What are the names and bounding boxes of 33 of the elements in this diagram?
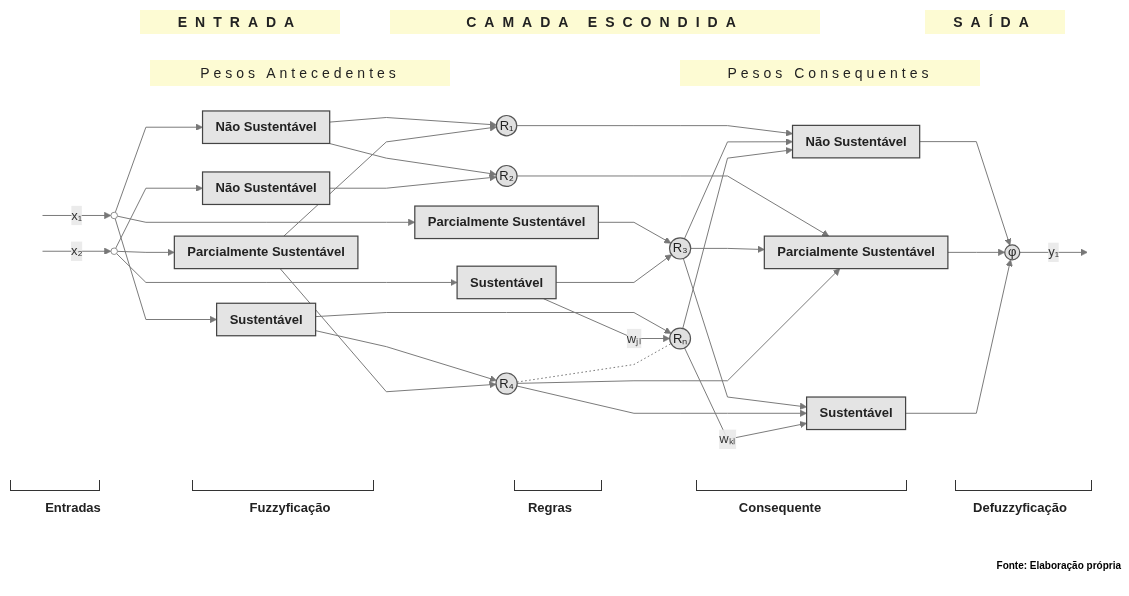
node-circle: R₄ xyxy=(495,372,518,395)
stage-label: Entradas xyxy=(44,500,102,515)
node-box: Sustentável xyxy=(456,265,557,300)
stage-label: Consequente xyxy=(737,500,823,515)
node-box: Parcialmente Sustentável xyxy=(414,205,599,240)
node-box: Sustentável xyxy=(216,302,317,337)
node-circle: R₂ xyxy=(495,164,518,188)
node-box: Parcialmente Sustentável xyxy=(173,235,359,270)
node-circle xyxy=(110,211,118,220)
stage-label: Regras xyxy=(526,500,574,515)
edge-label: wₖₗ xyxy=(719,431,736,446)
node-box: Não Sustentável xyxy=(791,124,921,159)
node-circle: R₁ xyxy=(495,114,518,137)
weights-header: Pesos Consequentes xyxy=(680,60,980,86)
node-circle: φ xyxy=(1004,244,1021,261)
node-box: Não Sustentável xyxy=(201,171,331,206)
node-box: Não Sustentável xyxy=(201,110,331,145)
edge-label: x₁ xyxy=(71,208,83,222)
section-header: ENTRADA xyxy=(140,10,340,34)
node-circle xyxy=(110,247,118,255)
edge-label: y₁ xyxy=(1048,245,1060,259)
node-circle: Rₙ xyxy=(669,327,692,350)
stage-label: Fuzzyficação xyxy=(248,500,332,515)
section-header: CAMADA ESCONDIDA xyxy=(390,10,820,34)
caption: Fonte: Elaboração própria xyxy=(996,560,1121,571)
edge-label: x₂ xyxy=(70,243,83,258)
section-header: SAÍDA xyxy=(925,10,1065,34)
node-circle: R₃ xyxy=(668,237,692,260)
node-box: Parcialmente Sustentável xyxy=(763,235,949,270)
edge-label: wⱼₗ xyxy=(626,331,642,346)
weights-header: Pesos Antecedentes xyxy=(150,60,450,86)
node-box: Sustentável xyxy=(806,396,907,431)
stage-label: Defuzzyficação xyxy=(972,500,1068,515)
